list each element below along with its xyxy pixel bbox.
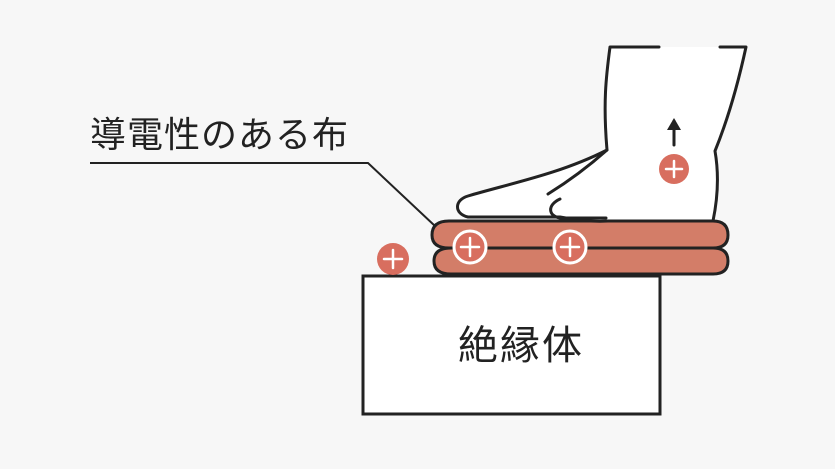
cloth-bottom-fold — [432, 246, 730, 276]
conductive-cloth-label: 導電性のある布 — [90, 115, 350, 156]
hand-finger-line — [549, 197, 608, 220]
charge-hand — [659, 154, 689, 184]
callout-line — [90, 162, 436, 227]
hand-outline — [456, 45, 748, 223]
charge-cloth-right — [552, 229, 588, 265]
arrow-up-icon — [667, 118, 681, 147]
charge-cloth-left — [452, 229, 488, 265]
insulator-label: 絶縁体 — [458, 323, 584, 369]
hand-palm-line — [546, 148, 609, 196]
hand-icon — [456, 45, 748, 223]
charge-insulator-corner — [377, 243, 409, 275]
insulator-block — [361, 274, 662, 416]
